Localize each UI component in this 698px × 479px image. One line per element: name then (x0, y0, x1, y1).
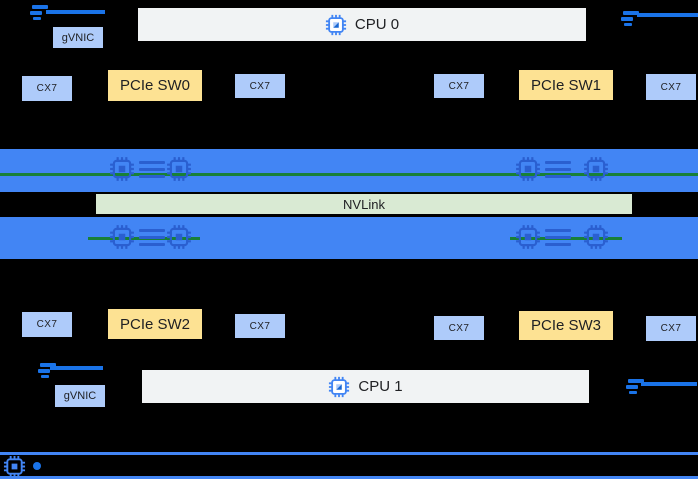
pcie-sw1-box: PCIe SW1 (519, 70, 613, 100)
gvnic-label: gVNIC (61, 31, 95, 44)
cx7-label: CX7 (249, 80, 271, 92)
bottom-rail-line (0, 476, 698, 479)
pcie-sw0-label: PCIe SW0 (119, 77, 191, 94)
gpu-band-bottom (0, 217, 698, 259)
dot-icon (33, 462, 41, 470)
cx7-label: CX7 (448, 322, 470, 334)
cpu1-label: CPU 1 (358, 378, 403, 395)
network-line (637, 13, 698, 17)
network-line (46, 10, 105, 14)
gpu-chip-icon (109, 224, 135, 250)
pcie-sw3-label: PCIe SW3 (530, 317, 602, 334)
network-link-icon (621, 11, 641, 28)
cpu0-label: CPU 0 (354, 16, 400, 33)
cpu0-box: CPU 0 (138, 8, 586, 41)
gvnic-box-bottom: gVNIC (55, 385, 105, 407)
cx7-label: CX7 (249, 320, 271, 332)
cx7-box: CX7 (235, 74, 285, 98)
cpu1-box: CPU 1 (142, 370, 589, 403)
cx7-box: CX7 (22, 76, 72, 101)
cx7-box: CX7 (434, 74, 484, 98)
cx7-label: CX7 (660, 323, 682, 334)
nvlink-rail (0, 173, 698, 176)
nvlink-bar: NVLink (95, 193, 633, 215)
nvlink-label: NVLink (343, 196, 385, 212)
cx7-label: CX7 (36, 83, 58, 94)
gpu-connector-dashes (545, 161, 571, 178)
gpu-connector-dashes (139, 229, 165, 246)
gpu-chip-icon (515, 224, 541, 250)
network-link-icon (30, 5, 50, 22)
cx7-box: CX7 (434, 316, 484, 340)
gpu-chip-icon (515, 156, 541, 182)
gpu-chip-icon (583, 156, 609, 182)
cpu-chip-icon (325, 14, 347, 36)
gpu-chip-icon (583, 224, 609, 250)
gpu-chip-icon (166, 156, 192, 182)
bottom-rail-line (0, 452, 698, 455)
network-line (641, 382, 697, 386)
pcie-sw2-box: PCIe SW2 (108, 309, 202, 339)
gvnic-label: gVNIC (63, 390, 97, 402)
gpu-band-top (0, 149, 698, 192)
chip-icon (3, 455, 26, 478)
gpu-connector-dashes (139, 161, 165, 178)
network-line (50, 366, 103, 370)
cx7-label: CX7 (448, 80, 470, 92)
pcie-sw3-box: PCIe SW3 (519, 311, 613, 340)
pcie-sw1-label: PCIe SW1 (530, 76, 602, 94)
cx7-box: CX7 (646, 74, 696, 100)
pcie-sw0-box: PCIe SW0 (108, 70, 202, 101)
network-link-icon (38, 363, 58, 380)
cx7-label: CX7 (660, 81, 682, 93)
cx7-label: CX7 (36, 319, 58, 330)
cx7-box: CX7 (22, 312, 72, 337)
network-link-icon (626, 379, 646, 396)
gpu-connector-dashes (545, 229, 571, 246)
pcie-sw2-label: PCIe SW2 (119, 315, 191, 333)
gpu-chip-icon (109, 156, 135, 182)
cx7-box: CX7 (235, 314, 285, 338)
cx7-box: CX7 (646, 316, 696, 341)
gvnic-box-top: gVNIC (53, 27, 103, 48)
cpu-chip-icon (328, 376, 350, 398)
gpu-chip-icon (166, 224, 192, 250)
